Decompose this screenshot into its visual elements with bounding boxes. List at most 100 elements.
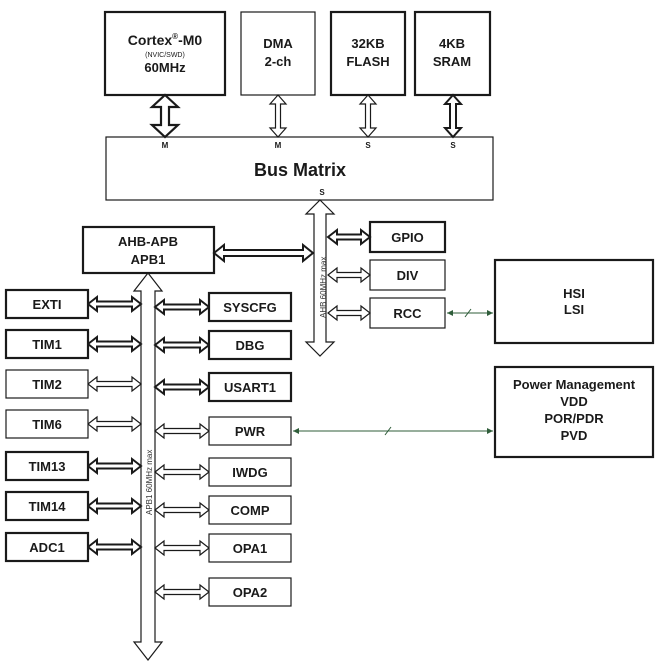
ahb-periph-gpio-label: GPIO — [391, 230, 424, 245]
arrowhead-right-icon — [487, 310, 493, 316]
ahb-periph-rcc: RCC — [369, 297, 446, 329]
dma-port: M — [275, 141, 282, 150]
sram-block: 4KB SRAM — [413, 10, 492, 97]
apb-periph-adc1: ADC1 — [4, 531, 90, 563]
bridge-line1: AHB-APB — [118, 234, 178, 249]
apb-tim14-arrow — [86, 496, 143, 516]
arrowhead-right-icon — [487, 428, 493, 434]
sram-line2: SRAM — [433, 54, 471, 69]
apb-pwr-arrow — [154, 422, 210, 440]
apb-periph-adc1-label: ADC1 — [29, 540, 64, 555]
osc-line1: HSI — [563, 286, 585, 301]
apb-periph-syscfg: SYSCFG — [207, 291, 293, 323]
apb-periph-tim6-label: TIM6 — [32, 417, 62, 432]
apb-periph-tim1-label: TIM1 — [32, 337, 62, 352]
apb-periph-comp: COMP — [208, 495, 292, 525]
osc-line2: LSI — [564, 302, 584, 317]
core-title: Cortex — [128, 32, 173, 48]
apb-periph-dbg: DBG — [207, 329, 293, 361]
apb-bus-label: APB1 60MHz max — [145, 450, 154, 515]
ahb-bus-label: AHB 60MHz max — [319, 257, 328, 318]
apb-usart1-arrow — [153, 377, 211, 397]
ahb-periph-div-label: DIV — [397, 268, 419, 283]
apb-periph-tim13-label: TIM13 — [29, 459, 66, 474]
apb-opa2-arrow — [154, 583, 210, 601]
ahb-peripherals: GPIO DIV RCC — [368, 220, 447, 329]
pwr-power-link — [293, 426, 493, 436]
apb-periph-usart1-label: USART1 — [224, 380, 276, 395]
flash-line2: FLASH — [346, 54, 389, 69]
registered-mark: ® — [172, 32, 178, 41]
arrowhead-left-icon — [447, 310, 453, 316]
flash-block: 32KB FLASH — [329, 10, 407, 97]
apb-periph-tim2-label: TIM2 — [32, 377, 62, 392]
ahb-div-arrow — [327, 266, 371, 284]
apb-exti-arrow — [86, 294, 143, 314]
apb-periph-usart1: USART1 — [207, 371, 293, 403]
apb-dbg-arrow — [153, 335, 211, 355]
core-bus-arrow — [149, 93, 181, 139]
power-line2: VDD — [560, 394, 587, 409]
apb-periph-tim1: TIM1 — [4, 328, 90, 360]
power-line1: Power Management — [513, 377, 636, 392]
flash-bus-arrow — [358, 94, 378, 138]
ahb-gpio-arrow — [326, 227, 372, 247]
ahb-rcc-arrow — [327, 304, 371, 322]
sram-bus-arrow — [442, 93, 464, 139]
apb-opa1-arrow — [154, 539, 210, 557]
apb-syscfg-arrow — [153, 297, 211, 317]
apb-periph-tim14-label: TIM14 — [29, 499, 67, 514]
sram-port: S — [450, 141, 456, 150]
oscillator-block: HSI LSI — [493, 258, 655, 345]
core-freq: 60MHz — [144, 60, 186, 75]
flash-port: S — [365, 141, 371, 150]
ahb-bus-arrow — [304, 199, 336, 357]
cortex-m0-block: Cortex®-M0 (NVIC/SWD) 60MHz — [103, 10, 227, 97]
dma-line2: 2-ch — [265, 54, 292, 69]
ahb-periph-rcc-label: RCC — [393, 306, 422, 321]
bridge-line2: APB1 — [131, 252, 166, 267]
core-suffix: -M0 — [178, 32, 202, 48]
apb-periph-iwdg: IWDG — [208, 457, 292, 487]
apb-periph-opa1-label: OPA1 — [233, 541, 267, 556]
apb-periph-syscfg-label: SYSCFG — [223, 300, 276, 315]
apb-periph-tim14: TIM14 — [4, 490, 90, 522]
apb-periph-pwr: PWR — [208, 416, 292, 446]
power-line3: POR/PDR — [544, 411, 604, 426]
core-port: M — [162, 141, 169, 150]
apb-tim2-arrow — [87, 375, 142, 393]
apb-periph-exti-label: EXTI — [33, 297, 62, 312]
apb-iwdg-arrow — [154, 463, 210, 481]
sram-line1: 4KB — [439, 36, 465, 51]
apb-periph-tim6: TIM6 — [5, 409, 89, 439]
apb-periph-exti: EXTI — [4, 288, 90, 320]
apb-periph-pwr-label: PWR — [235, 424, 266, 439]
apb-periph-dbg-label: DBG — [236, 338, 265, 353]
core-sub: (NVIC/SWD) — [145, 52, 185, 59]
ahb-apb-bridge-block: AHB-APB APB1 — [81, 225, 216, 275]
bus-matrix-label: Bus Matrix — [254, 160, 346, 180]
power-management-block: Power Management VDD POR/PDR PVD — [493, 365, 655, 459]
dma-block: DMA 2-ch — [240, 11, 316, 96]
apb-periph-tim13: TIM13 — [4, 450, 90, 482]
flash-line1: 32KB — [351, 36, 384, 51]
rcc-osc-link — [447, 308, 493, 318]
bus-matrix-out-port: S — [319, 188, 325, 197]
dma-bus-arrow — [268, 94, 288, 138]
dma-line1: DMA — [263, 36, 293, 51]
apb-periph-opa2: OPA2 — [208, 577, 292, 607]
ahb-periph-div: DIV — [369, 259, 446, 291]
arrowhead-left-icon — [293, 428, 299, 434]
bus-matrix-block: Bus Matrix M M S S S — [105, 136, 494, 201]
apb1-bus-arrow — [132, 272, 164, 661]
power-line4: PVD — [561, 428, 588, 443]
apb-periph-opa2-label: OPA2 — [233, 585, 267, 600]
apb-periph-tim2: TIM2 — [5, 369, 89, 399]
apb-tim1-arrow — [86, 334, 143, 354]
ahb-periph-gpio: GPIO — [368, 220, 447, 254]
apb-adc1-arrow — [86, 537, 143, 557]
apb-periph-opa1: OPA1 — [208, 533, 292, 563]
